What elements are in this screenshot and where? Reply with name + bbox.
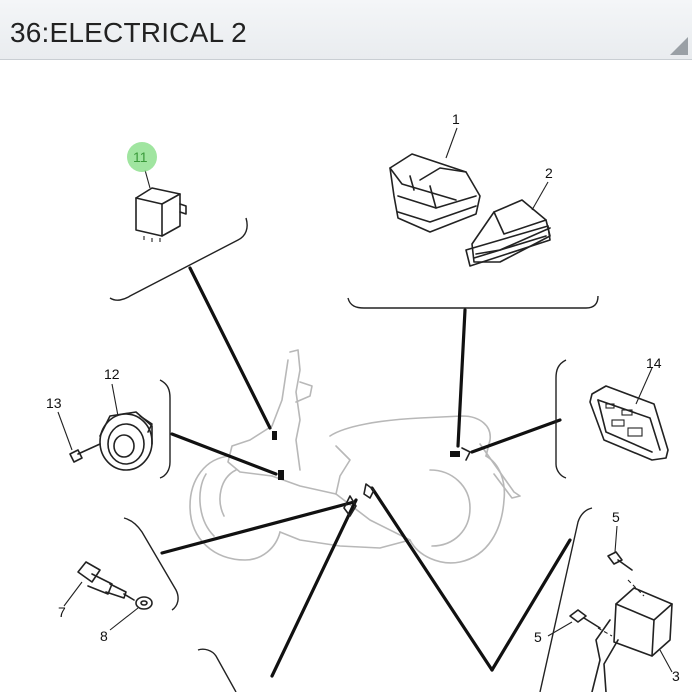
- page-header: 36:ELECTRICAL 2: [0, 0, 692, 60]
- part-label-5-upper[interactable]: 5: [612, 509, 620, 525]
- part-14-panel[interactable]: [589, 367, 669, 461]
- page-title: 36:ELECTRICAL 2: [10, 17, 247, 48]
- part-label-8[interactable]: 8: [100, 628, 108, 644]
- part-label-13[interactable]: 13: [46, 395, 62, 411]
- part-label-3[interactable]: 3: [672, 668, 680, 684]
- leader-lines: [160, 266, 572, 678]
- callout-brackets: [109, 217, 599, 692]
- part-label-5-lower[interactable]: 5: [534, 629, 542, 645]
- part-8-washer[interactable]: [109, 596, 153, 631]
- mount-markers: [272, 431, 471, 517]
- part-11-relay[interactable]: [135, 169, 187, 242]
- part-3-unit[interactable]: [591, 579, 673, 692]
- part-label-12[interactable]: 12: [104, 366, 120, 382]
- part-1-connector[interactable]: [389, 127, 481, 233]
- part-label-11[interactable]: 11: [133, 149, 148, 165]
- part-5-bolt-lower[interactable]: [547, 609, 601, 637]
- highlight-badge-11: [127, 142, 157, 172]
- part-13-bolt[interactable]: [57, 411, 101, 463]
- part-label-2[interactable]: 2: [545, 165, 553, 181]
- expand-corner-icon[interactable]: [670, 37, 688, 55]
- part-7-sensor[interactable]: [63, 561, 135, 607]
- part-5-bolt-upper[interactable]: [607, 525, 633, 571]
- part-2-coupler[interactable]: [465, 181, 551, 267]
- part-label-14[interactable]: 14: [646, 355, 662, 371]
- part-12-horn[interactable]: [99, 383, 153, 471]
- scooter-outline: [189, 349, 521, 564]
- part-label-7[interactable]: 7: [58, 604, 66, 620]
- part-label-1[interactable]: 1: [452, 111, 460, 127]
